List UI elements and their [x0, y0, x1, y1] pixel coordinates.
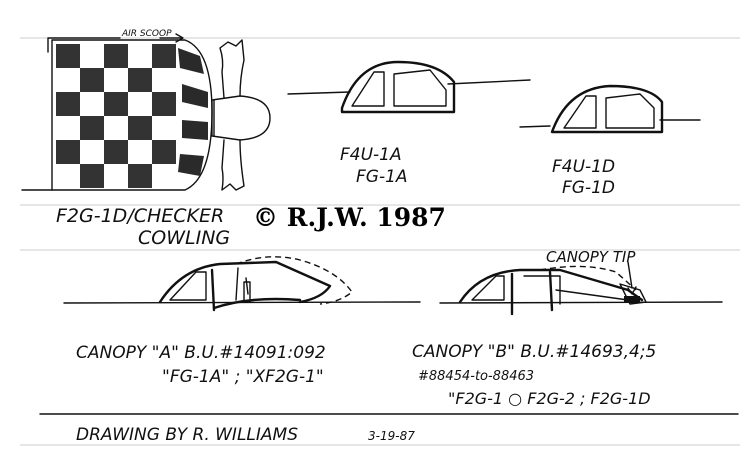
- canopy-b-drawing: [439, 261, 723, 316]
- checker-square: [56, 140, 80, 164]
- canopy-f4u-1a-drawing: [287, 60, 531, 114]
- checker-square: [104, 92, 128, 116]
- checker-pattern: [56, 44, 176, 188]
- canopy-1d-label-line2: FG-1D: [562, 178, 615, 198]
- checker-square: [80, 68, 104, 92]
- checker-square: [152, 92, 176, 116]
- propeller-blade-lower: [221, 139, 245, 191]
- checker-square: [80, 164, 104, 188]
- checker-square: [128, 116, 152, 140]
- cowling-label-line2: COWLING: [138, 227, 230, 249]
- canopy-a-label-line1: CANOPY "A" B.U.#14091:092: [76, 343, 326, 363]
- checker-square: [56, 92, 80, 116]
- canopy-tip-label: CANOPY TIP: [546, 248, 636, 266]
- checker-square: [152, 140, 176, 164]
- cowl-front-panels: [178, 48, 208, 176]
- checker-square: [128, 164, 152, 188]
- drawing-credit: DRAWING BY R. WILLIAMS: [76, 425, 298, 445]
- checker-square: [152, 44, 176, 68]
- checker-square: [80, 116, 104, 140]
- checker-square: [56, 44, 80, 68]
- canopy-1d-label-line1: F4U-1D: [552, 157, 615, 177]
- checker-square: [104, 140, 128, 164]
- canopy-b-label-line1: CANOPY "B" B.U.#14693,4;5: [412, 342, 656, 362]
- propeller-blade-upper: [219, 39, 245, 99]
- canopy-a-drawing: [63, 256, 421, 312]
- canopy-1a-label-line1: F4U-1A: [340, 145, 402, 165]
- cowling-label-line1: F2G-1D/CHECKER: [56, 205, 224, 227]
- checker-cowling-drawing: [21, 33, 271, 191]
- faint-rule-lines: [20, 37, 740, 446]
- drawing-date: 3-19-87: [368, 429, 415, 443]
- checker-square: [128, 68, 152, 92]
- checker-square: [104, 44, 128, 68]
- spinner: [211, 95, 271, 141]
- air-scoop-label: AIR SCOOP: [121, 29, 172, 39]
- canopy-1a-label-line2: FG-1A: [356, 167, 408, 187]
- canopy-a-label-line2: "FG-1A" ; "XF2G-1": [162, 367, 324, 387]
- canopy-b-label-line3: "F2G-1 ○ F2G-2 ; F2G-1D: [448, 389, 651, 408]
- copyright-mark: © R.J.W. 1987: [253, 203, 446, 232]
- canopy-b-label-line2: #88454-to-88463: [418, 369, 534, 384]
- canopy-f4u-1d-drawing: [519, 84, 701, 134]
